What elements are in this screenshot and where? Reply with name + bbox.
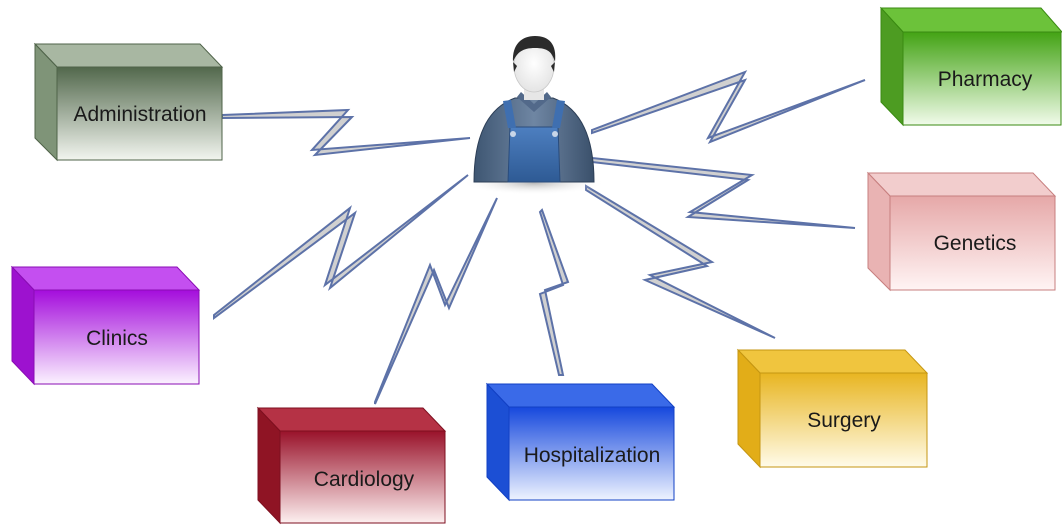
administration-label: Administration	[73, 103, 206, 126]
connector-cardiology	[374, 197, 498, 405]
clinics-label: Clinics	[86, 327, 148, 350]
pharmacy-label: Pharmacy	[938, 68, 1033, 91]
department-box-genetics: Genetics	[866, 171, 1057, 292]
department-box-administration: Administration	[33, 42, 224, 162]
connector-clinics	[213, 174, 469, 320]
genetics-label: Genetics	[934, 232, 1017, 255]
department-box-clinics: Clinics	[10, 265, 201, 386]
department-box-surgery: Surgery	[736, 348, 929, 469]
connector-pharmacy	[591, 70, 866, 144]
hospitalization-label: Hospitalization	[524, 444, 661, 467]
worker-avatar-icon	[462, 36, 606, 195]
connector-genetics	[591, 156, 856, 229]
connector-administration	[221, 108, 471, 157]
department-box-cardiology: Cardiology	[256, 406, 447, 525]
department-box-pharmacy: Pharmacy	[879, 6, 1062, 127]
connector-surgery	[585, 184, 776, 339]
surgery-label: Surgery	[807, 409, 881, 432]
connector-hospitalization	[538, 208, 570, 376]
cardiology-label: Cardiology	[314, 468, 415, 491]
department-box-hospitalization: Hospitalization	[485, 382, 676, 502]
connectors	[213, 70, 866, 405]
